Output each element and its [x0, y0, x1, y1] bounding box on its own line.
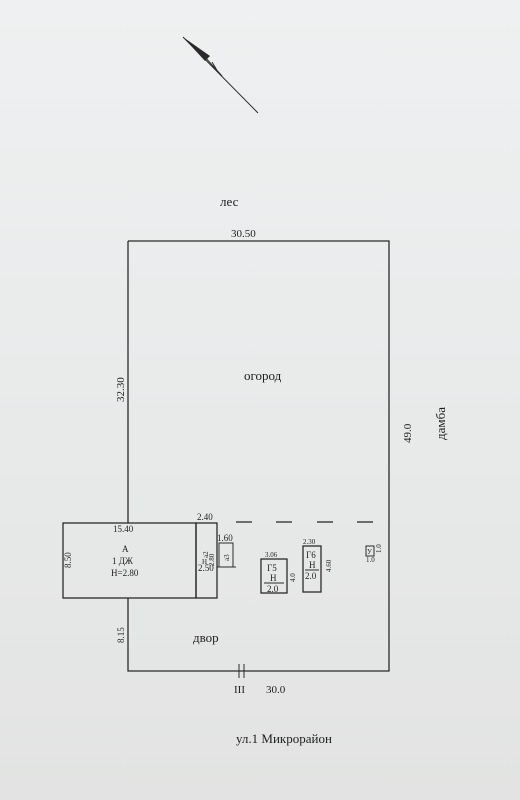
dam-label: дамба [433, 407, 448, 440]
house-letter: А [122, 544, 129, 554]
gate-mark [238, 664, 245, 678]
dim-top: 30.50 [231, 228, 256, 240]
g6-material: Н [309, 560, 316, 570]
dim-a3-width: 1.60 [217, 533, 233, 543]
dim-right: 49.0 [402, 423, 414, 443]
north-arrow-icon [182, 36, 259, 114]
g5-height: 2.0 [267, 584, 279, 594]
annex-a2 [195, 522, 218, 599]
g6-name: Г6 [306, 550, 316, 560]
building-u [365, 545, 375, 557]
house-height: Н=2.80 [111, 568, 139, 578]
dim-left-upper: 32.30 [115, 377, 127, 402]
plot-boundary [127, 240, 390, 672]
dim-house-height: 8.50 [63, 552, 73, 568]
g6-height: 2.0 [305, 571, 317, 581]
dim-annex-a2-height: 2.80 [208, 553, 216, 566]
building-g5 [260, 558, 288, 594]
dim-left-lower: 8.15 [116, 627, 126, 643]
building-g6 [302, 545, 322, 593]
dim-bottom: 30.0 [266, 684, 286, 696]
forest-label: лес [220, 194, 239, 209]
u-dim-a: 1.0 [375, 544, 383, 553]
u-name: У [367, 548, 372, 556]
annex-a3-label: а3 [223, 554, 231, 561]
house-type: 1 ДЖ [112, 556, 134, 566]
dim-annex-width: 2.40 [197, 512, 213, 522]
garden-label: огород [244, 368, 282, 383]
dim-g6-side: 4.60 [325, 559, 333, 572]
annex-a2-label: а2 [202, 551, 210, 558]
dim-house-width: 15.40 [113, 524, 134, 534]
g5-name: Г5 [267, 563, 277, 573]
u-dim-b: 1.0 [366, 556, 375, 564]
street-label: ул.1 Микрорайон [236, 731, 332, 746]
dim-annex-a2-width: 2.50 [198, 563, 214, 573]
dim-g5-side: 4.0 [289, 573, 297, 582]
dim-g5-top: 3.06 [265, 551, 278, 559]
yard-label: двор [193, 630, 219, 645]
annex-a2-material: Н [202, 558, 207, 566]
dim-g6-top: 2.30 [303, 538, 316, 546]
g5-material: Н [270, 573, 277, 583]
gate-mark-label: III [234, 684, 245, 696]
